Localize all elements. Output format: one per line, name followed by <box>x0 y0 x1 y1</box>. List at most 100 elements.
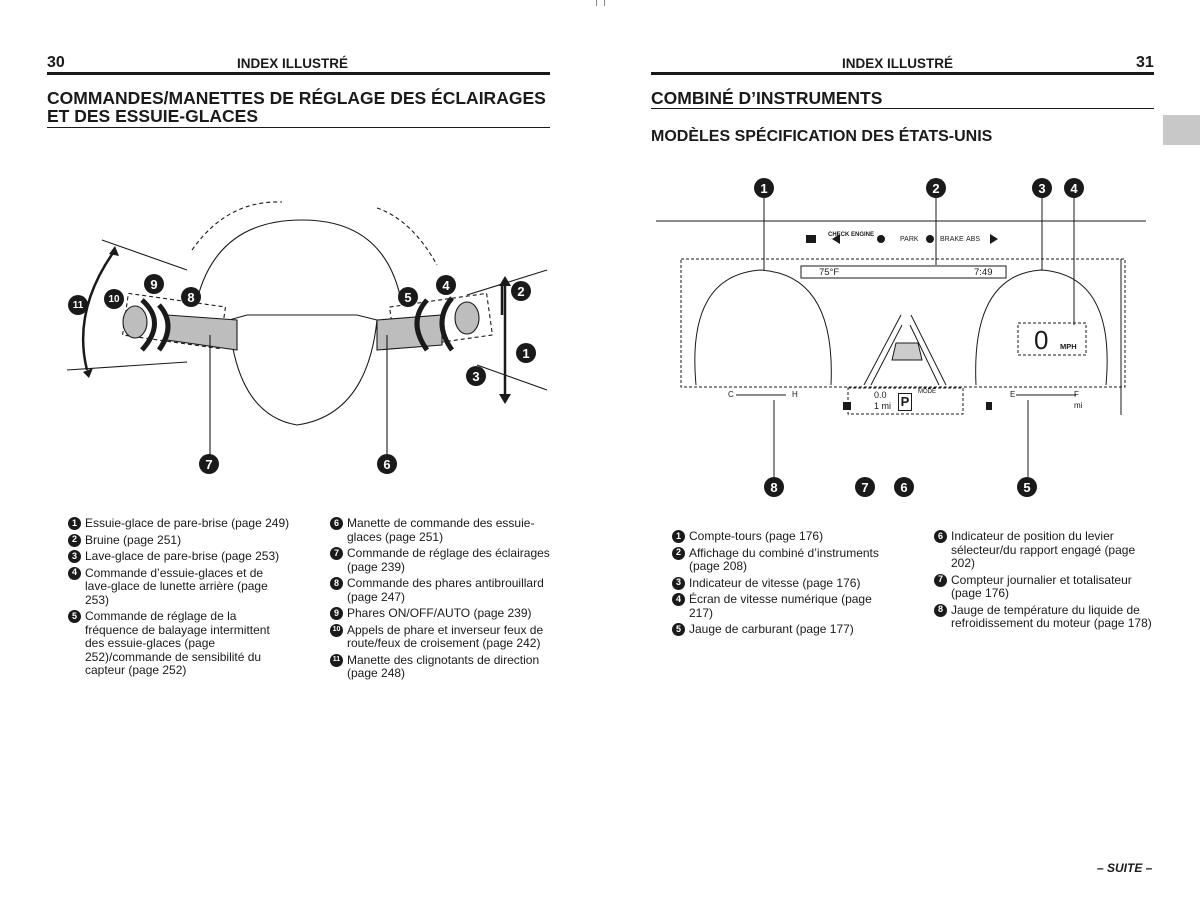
fuel-range-unit: mi <box>1074 401 1083 410</box>
callout-2: 2 <box>926 178 946 198</box>
page-subtitle: MODÈLES SPÉCIFICATION DES ÉTATS-UNIS <box>651 128 993 145</box>
digital-speed: 0 <box>1034 325 1049 355</box>
legend-number: 6 <box>330 517 343 530</box>
clock: 7:49 <box>974 267 993 278</box>
legend-text: Compte-tours (page 176) <box>689 529 824 543</box>
fuel-full-mark: F <box>1074 390 1079 399</box>
legend-number: 2 <box>672 546 685 560</box>
legend-number: 3 <box>672 576 685 590</box>
check-engine-icon: CHECK ENGINE <box>828 232 875 238</box>
legend-text: Indicateur de position du levier sélecte… <box>951 529 1136 570</box>
legend-item: 2 Affichage du combiné d’instruments (pag… <box>672 545 887 574</box>
legend-text: Manette des clignotants de direction (pa… <box>347 652 540 680</box>
legend-item: 11 Manette des clignotants de direction (… <box>330 652 552 681</box>
callout-11: 11 <box>68 295 88 315</box>
outside-temperature: 75°F <box>819 267 840 278</box>
title-rule <box>651 108 1154 109</box>
callout-3: 3 <box>1032 178 1052 198</box>
park-indicator: PARK <box>900 236 919 243</box>
legend-item: 1 Essuie-glace de pare-brise (page 249) <box>68 516 290 531</box>
legend-item: 4 Écran de vitesse numérique (page 217) <box>672 592 887 620</box>
legend-text: Essuie-glace de pare-brise (page 249) <box>85 516 290 530</box>
section-header-left: INDEX ILLUSTRÉ <box>237 56 349 71</box>
cluster-drawing <box>656 197 1146 477</box>
instrument-cluster-illustration: CHECK ENGINE PARK BRAKE ABS 75°F 7:49 0 … <box>656 175 1146 505</box>
callout-6: 6 <box>894 477 914 497</box>
legend-right-col1: 1 Compte-tours (page 176) 2 Affichage du c… <box>672 529 887 640</box>
speed-unit: MPH <box>1060 342 1077 351</box>
legend-number: 10 <box>330 623 343 637</box>
legend-number: 9 <box>330 607 343 620</box>
page-number-right: 31 <box>1136 54 1154 71</box>
legend-number: 1 <box>672 530 685 543</box>
legend-number: 4 <box>68 566 81 580</box>
thumb-tab <box>1163 115 1200 145</box>
callout-10: 10 <box>104 289 124 309</box>
odometer: 1 mi <box>874 401 892 411</box>
legend-number: 7 <box>934 573 947 587</box>
abs-indicator: ABS <box>966 236 981 243</box>
legend-number: 1 <box>68 517 81 530</box>
callout-4: 4 <box>1064 178 1084 198</box>
callout-9: 9 <box>144 274 164 294</box>
mode-label: MODE <box>918 389 936 395</box>
page-title-right: COMBINÉ D’INSTRUMENTS <box>651 88 883 108</box>
legend-text: Indicateur de vitesse (page 176) <box>689 575 861 590</box>
legend-number: 8 <box>934 603 947 617</box>
legend-text: Commande de réglage des éclairages (page… <box>347 546 550 574</box>
section-header-right: INDEX ILLUSTRÉ <box>842 56 954 71</box>
legend-item: 8 Jauge de température du liquide de refr… <box>934 602 1152 631</box>
legend-number: 5 <box>672 623 685 636</box>
callout-1: 1 <box>754 178 774 198</box>
header-rule <box>651 72 1154 75</box>
gear-indicator: P <box>898 393 912 411</box>
legend-item: 4 Commande d’essuie-glaces et de lave-gla… <box>68 565 290 608</box>
legend-text: Affichage du combiné d’instruments (page… <box>689 545 879 573</box>
legend-text: Bruine (page 251) <box>85 532 182 547</box>
callout-6: 6 <box>377 454 397 474</box>
legend-text: Phares ON/OFF/AUTO (page 239) <box>347 606 532 620</box>
callout-7: 7 <box>855 477 875 497</box>
callout-7: 7 <box>199 454 219 474</box>
legend-item: 7 Commande de réglage des éclairages (pag… <box>330 546 552 574</box>
legend-text: Manette de commande des essuie-glaces (p… <box>347 516 535 544</box>
continued-footer: – SUITE – <box>1097 861 1153 875</box>
legend-text: Jauge de température du liquide de refro… <box>951 602 1152 630</box>
legend-text: Lave-glace de pare-brise (page 253) <box>85 549 280 563</box>
legend-text: Commande des phares antibrouillard (page… <box>347 576 544 604</box>
legend-number: 5 <box>68 610 81 623</box>
page-number-left: 30 <box>47 54 65 71</box>
legend-number: 8 <box>330 577 343 590</box>
callout-2: 2 <box>511 281 531 301</box>
legend-number: 3 <box>68 550 81 563</box>
legend-number: 11 <box>330 653 343 667</box>
legend-item: 3 Indicateur de vitesse (page 176) <box>672 575 887 591</box>
callout-3: 3 <box>466 366 486 386</box>
legend-text: Commande de réglage de la fréquence de b… <box>85 609 270 677</box>
legend-text: Commande d’essuie-glaces et de lave-glac… <box>85 565 268 607</box>
legend-left-col2: 6 Manette de commande des essuie-glaces (… <box>330 516 552 684</box>
header-rule <box>47 72 550 75</box>
crop-mark <box>596 0 597 6</box>
title-line-1: COMMANDES/MANETTES DE RÉGLAGE DES ÉCLAIR… <box>47 88 546 108</box>
callout-1: 1 <box>516 343 536 363</box>
title-line-2: ET DES ESSUIE-GLACES <box>47 106 259 126</box>
callout-8: 8 <box>181 287 201 307</box>
legend-number: 4 <box>672 593 685 606</box>
callout-5: 5 <box>1017 477 1037 497</box>
page-title-left: COMMANDES/MANETTES DE RÉGLAGE DES ÉCLAIR… <box>47 89 546 125</box>
legend-item: 5 Commande de réglage de la fréquence de … <box>68 609 290 678</box>
callout-4: 4 <box>436 275 456 295</box>
crop-mark <box>604 0 605 6</box>
callout-5: 5 <box>398 287 418 307</box>
legend-number: 7 <box>330 547 343 560</box>
legend-item: 6 Manette de commande des essuie-glaces (… <box>330 516 552 544</box>
legend-text: Écran de vitesse numérique (page 217) <box>689 592 872 620</box>
callout-8: 8 <box>764 477 784 497</box>
